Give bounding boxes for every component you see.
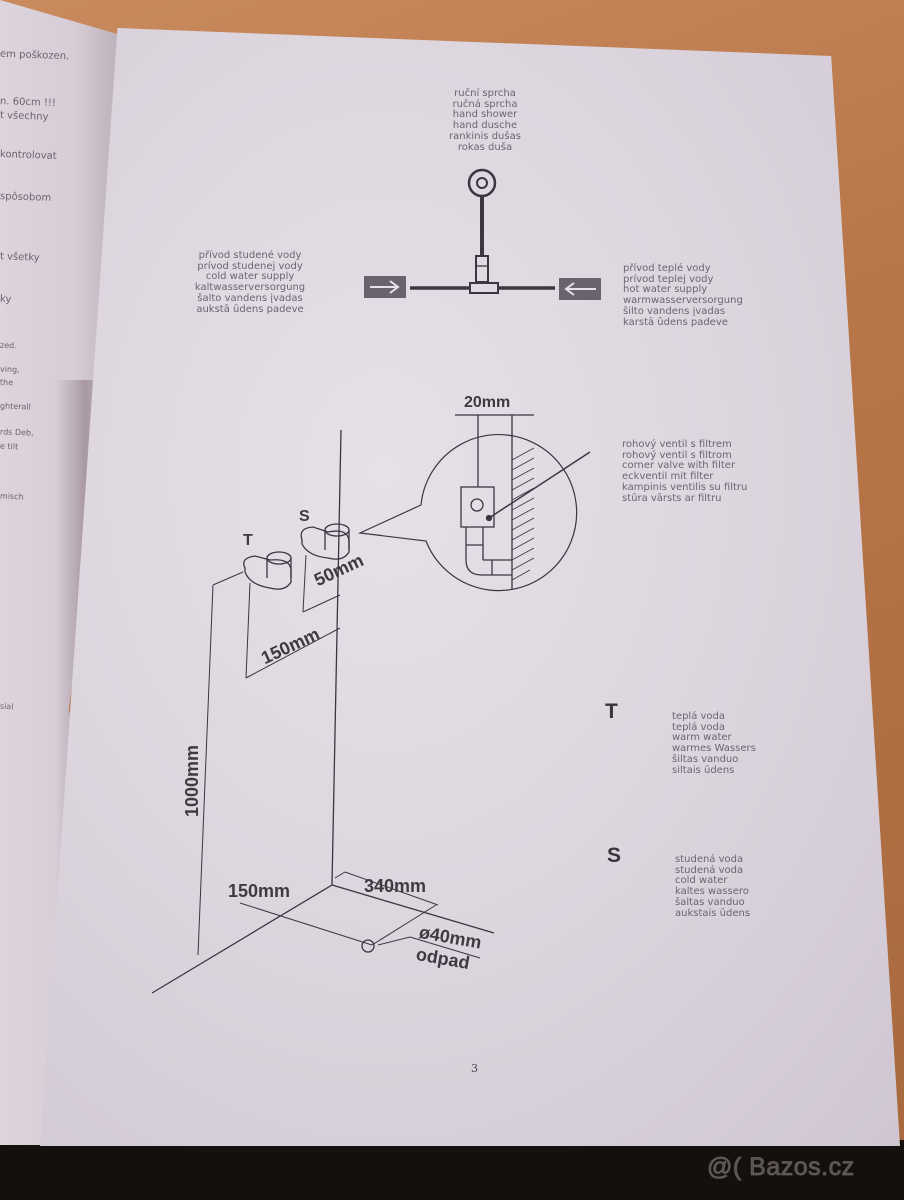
label-de: eckventil mit filter: [622, 471, 714, 483]
hand-shower-labels: ruční sprcha ručná sprcha hand shower ha…: [440, 88, 530, 153]
label-sk: studená voda: [675, 864, 744, 876]
label-cz: studená voda: [675, 854, 744, 865]
label-lv: aukstais ūdens: [675, 907, 751, 919]
cold-valve-marker: S: [299, 508, 310, 525]
label-de: hand dusche: [452, 120, 518, 132]
legend-hot-letter: T: [605, 700, 618, 723]
corner-valve-labels: rohový ventil s filtrem rohový ventil s …: [622, 439, 748, 504]
label-lt: šilto vandens įvadas: [623, 305, 726, 317]
label-en: cold water supply: [205, 271, 295, 283]
label-sk: rohový ventil s filtrom: [622, 449, 732, 461]
table-edge-shadow: [0, 1140, 904, 1200]
label-en: corner valve with filter: [622, 460, 736, 472]
label-cz: rohový ventil s filtrem: [622, 439, 732, 450]
label-lv: rokas duša: [457, 141, 513, 153]
label-lt: šalto vandens įvadas: [197, 292, 303, 304]
label-lv: karstā ūdens padeve: [623, 316, 728, 328]
label-lt: kampinis ventilis su filtru: [622, 481, 748, 493]
page-number: 3: [471, 1062, 478, 1075]
cold-inlet-arrow-icon: [364, 276, 406, 298]
drain-icon: [361, 939, 375, 953]
label-sk: prívod studenej vody: [197, 260, 303, 272]
legend-cold-letter: S: [607, 844, 622, 867]
label-de: warmes Wassers: [672, 743, 756, 755]
hot-supply-labels: přívod teplé vody prívod teplej vody hot…: [623, 263, 743, 328]
label-sk: prívod teplej vody: [623, 273, 714, 285]
label-lv: aukstā ūdens padeve: [196, 303, 304, 315]
hand-shower-icon: [410, 168, 555, 294]
label-cz: teplá voda: [672, 711, 726, 722]
legend-cold-labels: studená voda studená voda cold water kal…: [675, 854, 751, 919]
height-dimension: 1000mm: [182, 744, 202, 817]
floor-side-dimension: 150mm: [228, 881, 291, 901]
corner-valve-detail: [357, 414, 591, 592]
label-lt: rankinis dušas: [449, 130, 521, 142]
label-de: kaltes wassero: [675, 886, 749, 898]
label-sk: teplá voda: [672, 721, 726, 733]
cold-valve-icon: [300, 523, 350, 560]
label-de: kaltwasserversorgung: [194, 282, 306, 294]
label-cz: přívod studené vody: [198, 250, 302, 261]
cold-supply-labels: přívod studené vody prívod studenej vody…: [190, 250, 310, 315]
label-en: cold water: [675, 875, 728, 887]
label-en: warm water: [672, 732, 732, 744]
hot-valve-marker: T: [243, 532, 253, 549]
hot-valve-icon: [243, 551, 292, 590]
label-lt: šaltas vanduo: [675, 896, 745, 908]
label-sk: ručná sprcha: [452, 98, 518, 110]
label-en: hot water supply: [623, 284, 708, 296]
offset-dimension: 20mm: [464, 394, 511, 411]
hot-inlet-arrow-icon: [559, 278, 601, 300]
label-lv: siltais ūdens: [672, 764, 735, 776]
label-lt: šiltas vanduo: [672, 753, 739, 765]
label-lv: stūra vārsts ar filtru: [622, 492, 722, 504]
wall-outline: [151, 429, 495, 994]
watermark: @( Bazos.cz: [707, 1153, 855, 1182]
manual-page: [40, 28, 900, 1146]
floor-depth-dimension: 340mm: [364, 876, 427, 896]
label-en: hand shower: [452, 109, 518, 121]
legend-hot-labels: teplá voda teplá voda warm water warmes …: [672, 711, 756, 776]
dimension-lines: [197, 554, 481, 959]
label-cz: ruční sprcha: [454, 88, 516, 99]
label-de: warmwasserversorgung: [623, 295, 743, 307]
label-cz: přívod teplé vody: [623, 263, 711, 274]
